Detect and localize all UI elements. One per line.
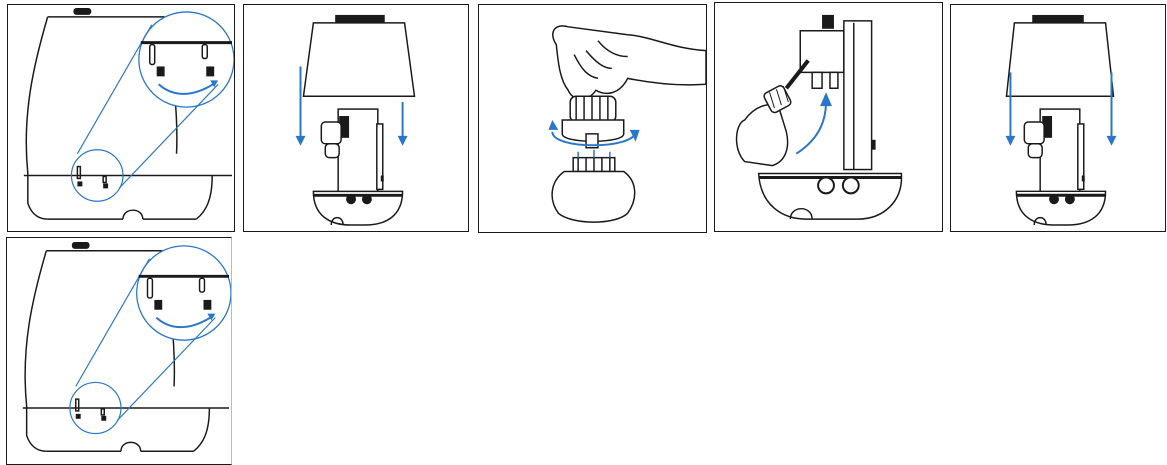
unscrew-cap-illustration bbox=[479, 5, 706, 232]
step-5-panel bbox=[950, 4, 1166, 232]
step-2-panel bbox=[243, 4, 469, 232]
lower-tank-illustration bbox=[951, 5, 1165, 231]
humidifier-zoom-illustration bbox=[8, 5, 234, 231]
refill-tank-illustration bbox=[715, 3, 942, 231]
lift-tank-illustration bbox=[244, 5, 468, 231]
step-6-panel bbox=[6, 237, 232, 465]
step-3-panel bbox=[478, 4, 707, 233]
step-1-panel bbox=[7, 4, 235, 232]
step-4-panel bbox=[714, 2, 943, 232]
humidifier-zoom-illustration bbox=[7, 238, 231, 464]
